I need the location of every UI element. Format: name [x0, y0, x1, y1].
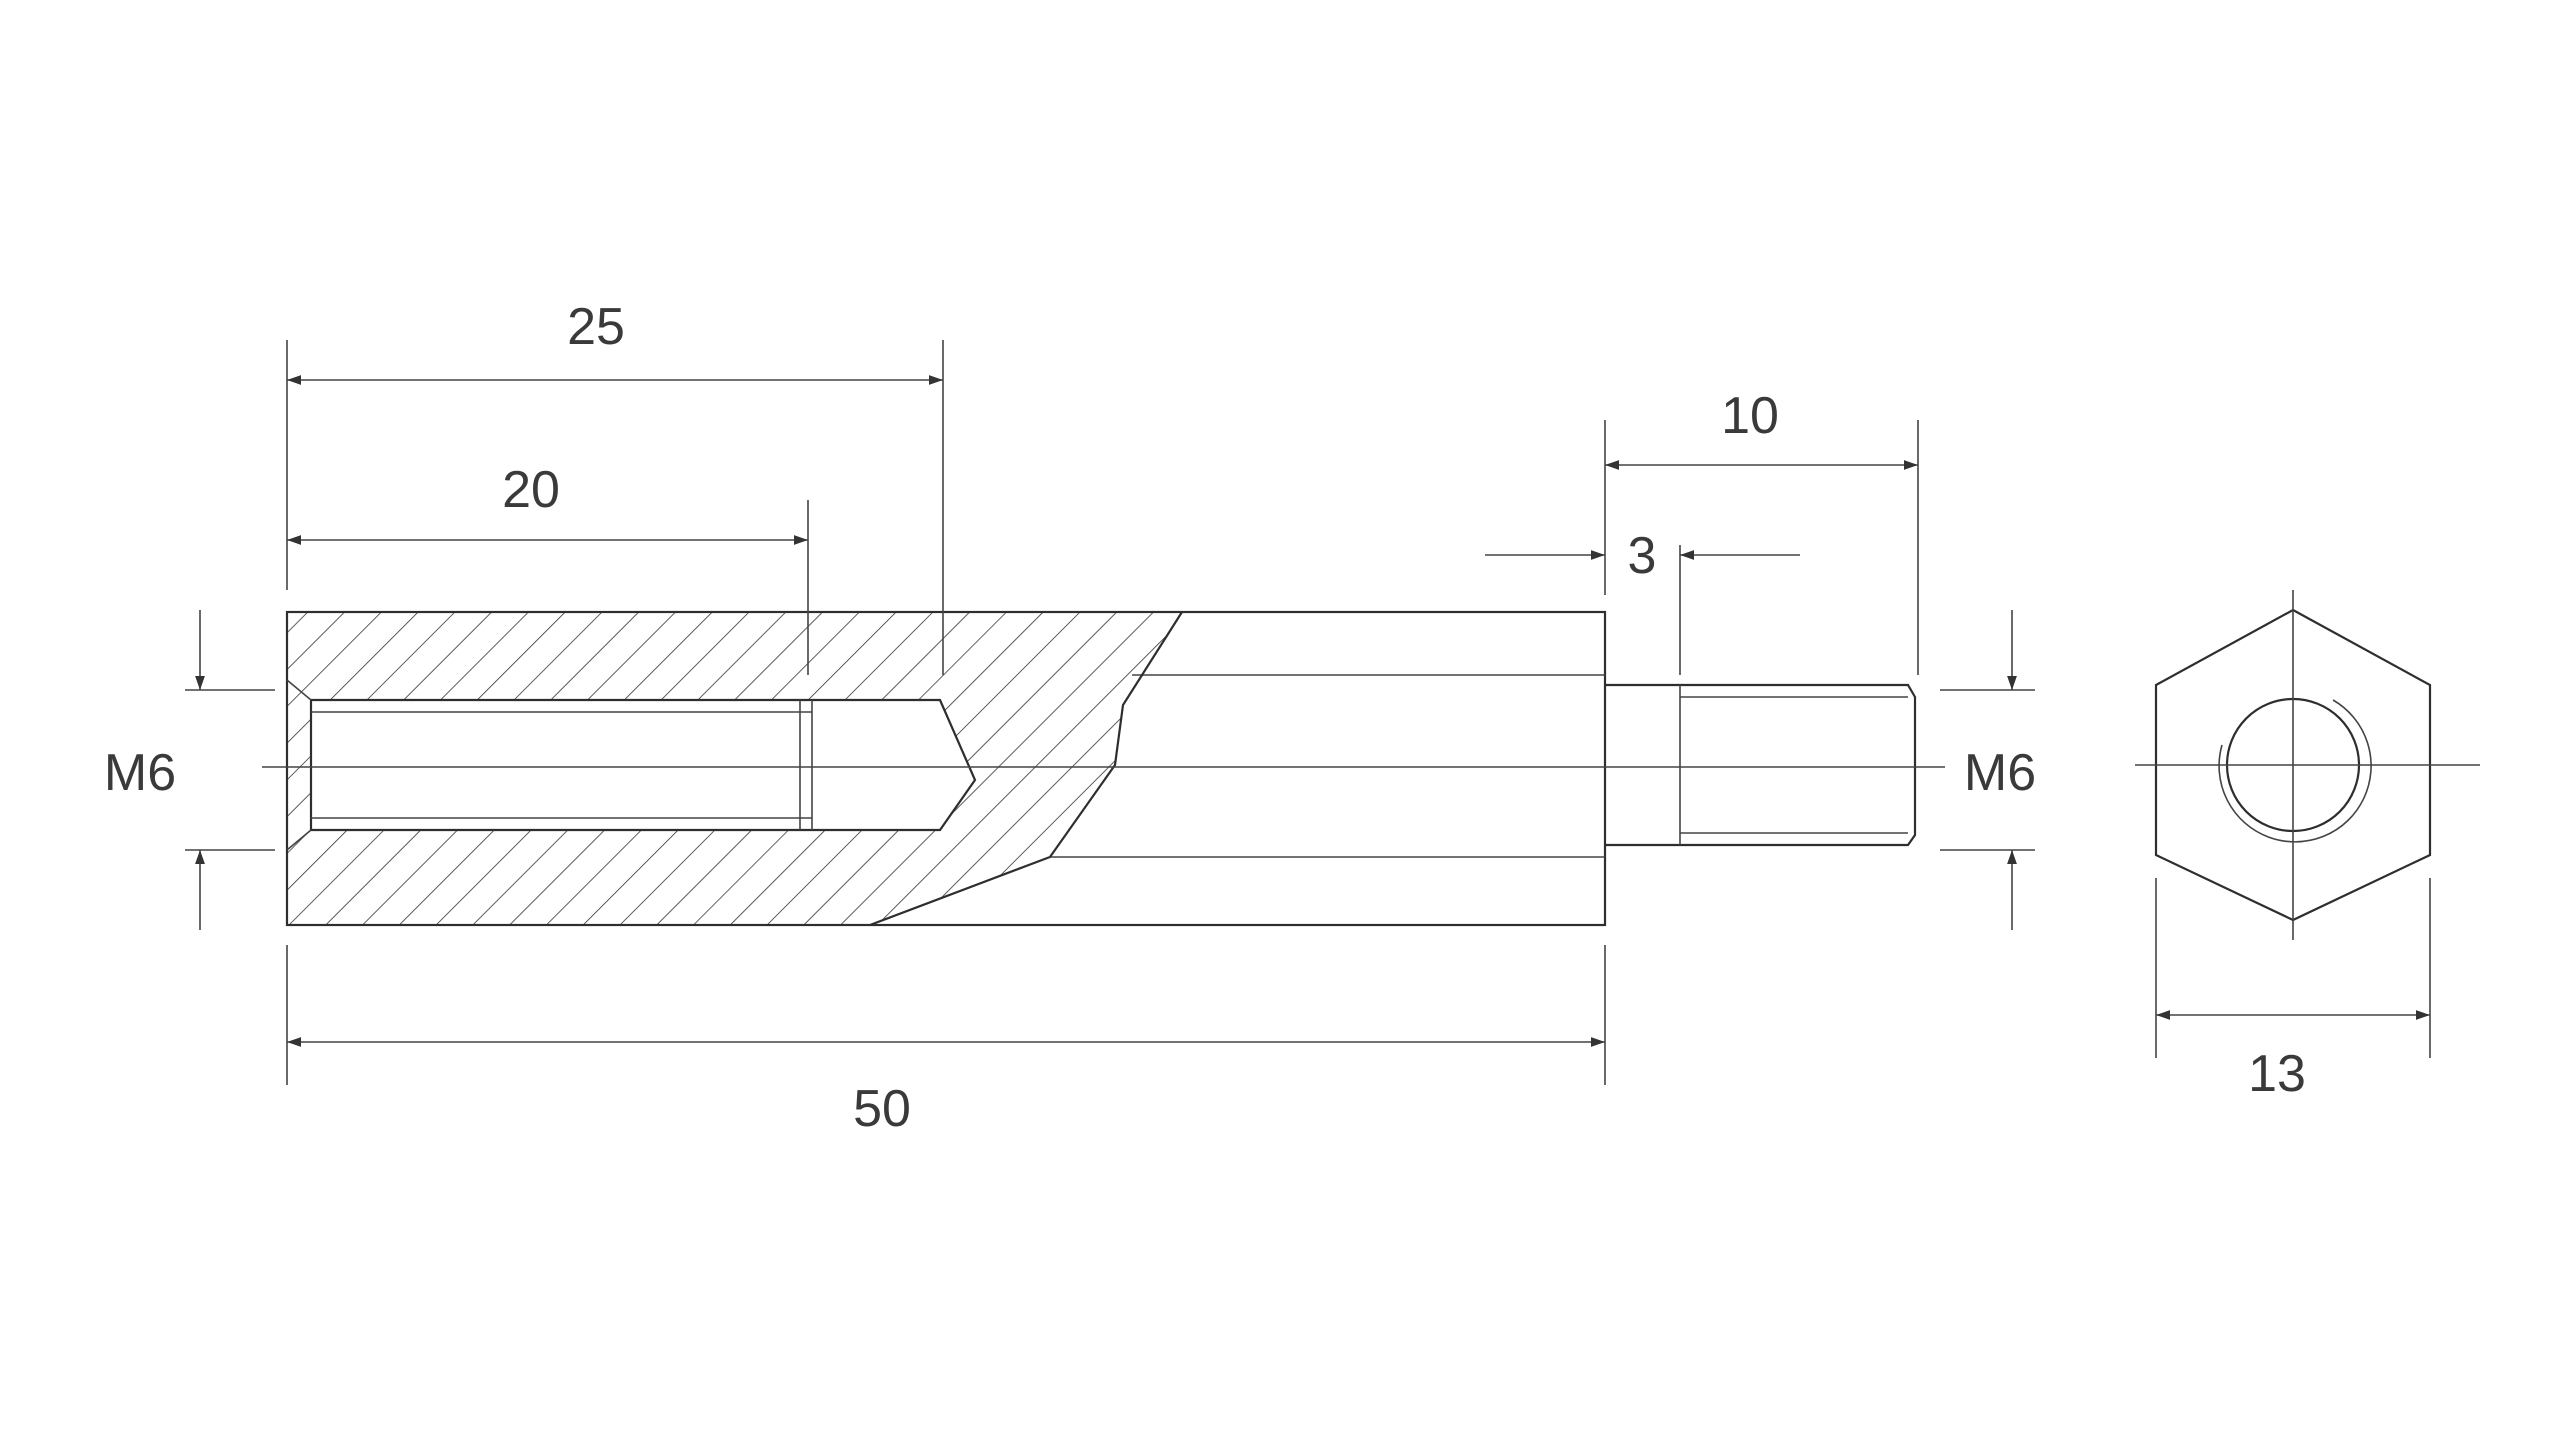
- dim-label-20: 20: [502, 461, 560, 519]
- side-view: [262, 610, 1945, 927]
- bore-chamfer-bottom: [286, 829, 312, 851]
- dim-label-m6-internal: M6: [104, 744, 176, 802]
- dimension-20: 20: [287, 461, 809, 675]
- internal-bore: [309, 698, 977, 832]
- bore-chamfer-top: [286, 679, 312, 701]
- section-hatch: [287, 612, 1182, 925]
- end-view: [2135, 590, 2480, 940]
- dimension-m6-internal: M6: [104, 610, 275, 930]
- dim-label-3: 3: [1628, 527, 1657, 585]
- dimension-13: 13: [2155, 878, 2431, 1103]
- dim-label-13: 13: [2248, 1045, 2306, 1103]
- threaded-stud: [1605, 683, 1917, 847]
- dimension-25: 25: [286, 298, 944, 675]
- section-break-line: [869, 611, 1183, 927]
- dimension-3: 3: [1485, 527, 1800, 675]
- dim-label-10: 10: [1721, 387, 1779, 445]
- dim-label-50: 50: [853, 1080, 911, 1138]
- dimension-m6-external: M6: [1940, 610, 2036, 930]
- dim-label-m6-external: M6: [1964, 744, 2036, 802]
- dim-label-25: 25: [567, 298, 625, 356]
- dimension-10: 10: [1604, 387, 1919, 675]
- hex-body-outline: [285, 610, 1607, 927]
- thread-arc: [2218, 699, 2372, 843]
- dimension-50: 50: [286, 945, 1606, 1138]
